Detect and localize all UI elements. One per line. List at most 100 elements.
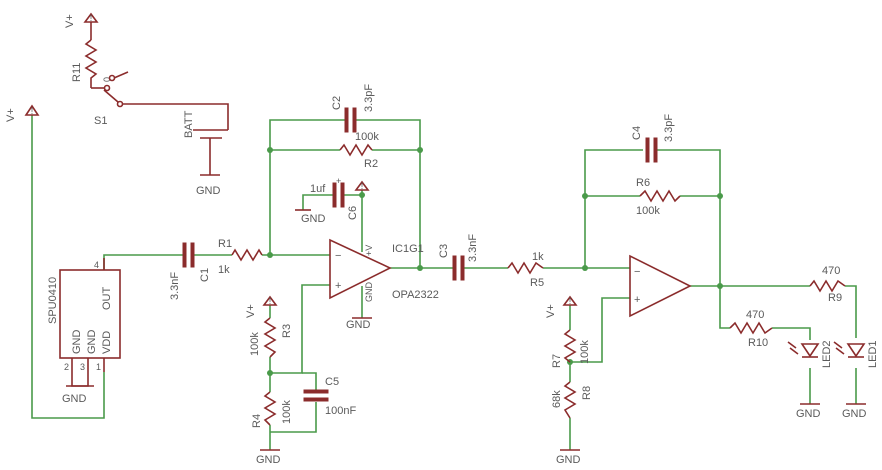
spu0410-microphone: 4 SPU0410 OUT GND GND VDD 2 3 1 GND [47,258,121,405]
vplus-label: V+ [545,304,557,318]
spu-gnd-label: GND [86,330,98,355]
opamp-model: OPA2322 [392,289,439,301]
resistor-r9: 470 R9 [809,265,846,304]
junction-dot [717,193,723,199]
r4-value: 100k [281,400,293,424]
r2-label: R2 [364,158,378,170]
s1-pin-label: 0 [102,77,112,82]
batt-label: BATT [183,110,195,138]
pin-label: 1 [96,362,101,372]
r9-label: R9 [828,292,842,304]
resistor-r2: 100k R2 [339,131,379,170]
opamp-minus: − [634,266,640,278]
pin-label: 2 [64,362,69,372]
r8-label: R8 [581,386,593,400]
resistor-r8: 68k R8 [551,381,593,419]
gnd-label: GND [301,213,326,225]
r2-value: 100k [355,131,379,143]
r8-value: 68k [551,390,563,408]
gnd-label: GND [196,185,221,197]
vplus-symbols: ! ! ! ! ! V+ V+ V+ V+ [5,12,578,318]
c3-label: C3 [438,244,450,258]
r5-value: 1k [532,251,544,263]
vplus-icon: ! [562,295,578,306]
svg-text:!: ! [269,296,272,306]
wires [31,115,857,450]
capacitor-c4: C4 3.3pF [631,114,675,163]
gnd-label: GND [796,408,821,420]
led1: LED1 GND [833,340,879,420]
r3-value: 100k [249,332,261,356]
capacitor-c2: C2 3.3pF [331,84,375,133]
led2-label: LED2 [821,340,833,368]
resistor-r5: 1k R5 [507,251,544,289]
c3-value: 3.3nF [467,234,479,262]
resistor-r7: R7 100k [551,329,591,368]
c1-value: 3.3nF [169,272,181,300]
r6-label: R6 [636,177,650,189]
c6-value: 1uf [310,183,326,195]
resistor-r4: R4 100k [251,391,293,428]
gnd-label: GND [842,408,867,420]
c4-value: 3.3pF [663,114,675,142]
r11-label: R11 [71,63,83,82]
spu-label: SPU0410 [47,277,59,324]
ic1-vplus-label: +V [364,245,374,256]
r1-value: 1k [218,264,230,276]
c6-label: C6 [347,206,359,220]
capacitor-c3: C3 3.3nF [438,234,479,281]
vplus-label: V+ [64,14,76,28]
r7-label: R7 [551,354,563,368]
junction-dot [359,192,365,198]
r11-switch-battery: R11 0 S1 BATT GND [71,39,229,197]
junction-dot [267,370,273,376]
junction-dot [267,252,273,258]
junction-dot [717,283,723,289]
r4-label: R4 [251,414,263,428]
resistor-r3: 100k R3 [249,317,293,358]
opamp-ic2: − + [629,254,692,318]
opamp-plus: + [335,280,341,292]
c5-label: C5 [325,376,339,388]
s1-label: S1 [94,115,107,127]
junction-dot [582,265,588,271]
opamp-ic1: − + +V GND IC1G1 OPA2322 GND [329,238,439,331]
r10-value: 470 [746,309,764,321]
c2-label: C2 [331,96,343,110]
r11-resistor [84,39,98,88]
vplus-label: V+ [245,304,257,318]
junction-dot [582,193,588,199]
spu-out-label: OUT [101,287,113,311]
svg-text:!: ! [31,106,34,116]
junctions [267,147,723,376]
pin-label: 3 [80,362,85,372]
vplus-icon: ! [83,12,99,40]
c2-value: 3.3pF [363,84,375,112]
resistor-r1: R1 1k [218,238,263,276]
r6-value: 100k [636,205,660,217]
led1-label: LED1 [867,340,879,368]
r1-label: R1 [218,238,232,250]
ic1-gnd-label: GND [364,282,374,303]
capacitor-c6: + 1uf C6 GND [295,176,359,225]
pin-label: 4 [94,260,99,270]
c1-label: C1 [199,268,211,282]
r3-label: R3 [281,324,293,338]
led2: LED2 GND [787,340,833,420]
spu-gnd-label: GND [71,330,83,355]
junction-dot [417,265,423,271]
gnd-label: GND [62,393,87,405]
gnd-label: GND [256,454,281,466]
gnd-label: GND [556,454,581,466]
r7-value: 100k [579,340,591,364]
r10-label: R10 [748,337,768,349]
svg-text:!: ! [361,181,364,191]
opamp-plus: + [634,294,640,306]
capacitor-c5: C5 100nF [303,376,356,417]
ic1-label: IC1G1 [392,243,424,255]
vplus-icon: ! [354,180,370,191]
svg-text:!: ! [90,13,93,23]
capacitor-c1: 3.3nF C1 [169,242,211,300]
spu-vdd-label: VDD [101,331,113,354]
